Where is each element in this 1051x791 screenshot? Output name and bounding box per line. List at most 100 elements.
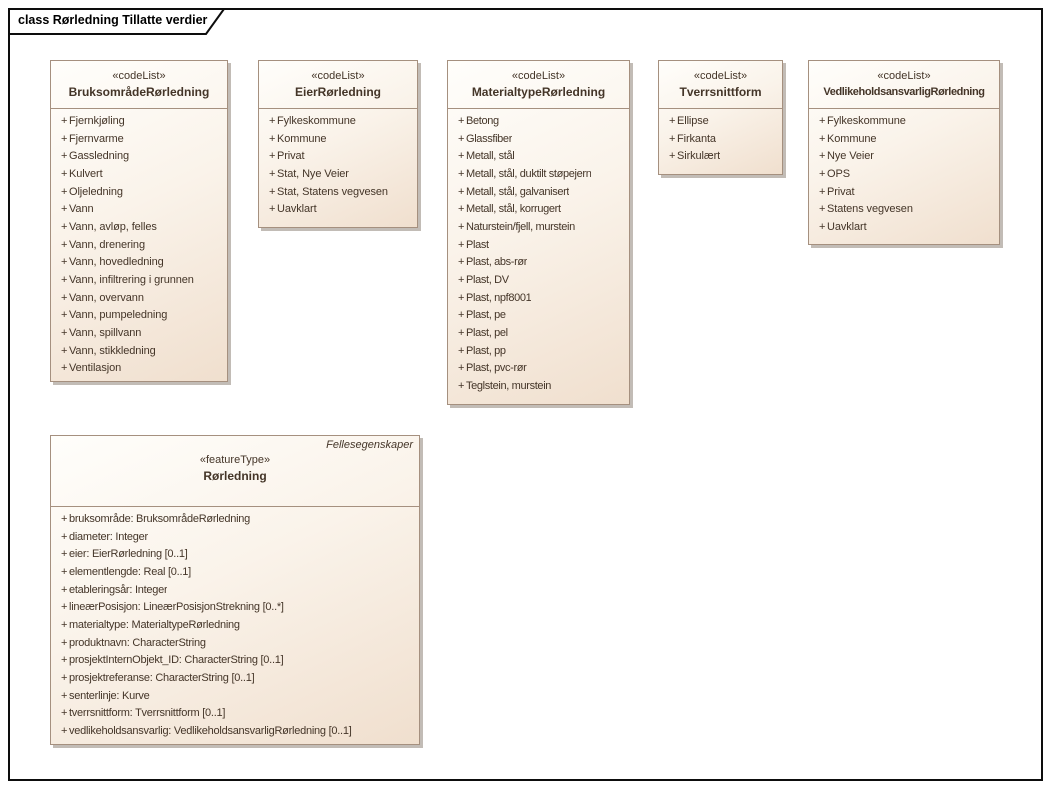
visibility-plus: + <box>61 274 68 287</box>
code-value-list: +Fylkeskommune+Kommune+Privat+Stat, Nye … <box>259 108 417 218</box>
class-name: MaterialtypeRørledning <box>471 84 606 99</box>
visibility-plus: + <box>458 291 465 304</box>
code-value-row: +Uavklart <box>259 200 417 218</box>
visibility-plus: + <box>61 150 68 163</box>
code-value-label: Metall, stål, korrugert <box>466 203 561 216</box>
attribute-row: +lineærPosisjon: LineærPosisjonStrekning… <box>51 598 419 616</box>
code-value-label: Fjernkjøling <box>69 114 125 127</box>
code-value-label: Privat <box>277 150 305 163</box>
code-value-list: +Fylkeskommune+Kommune+Nye Veier+OPS+Pri… <box>809 108 999 236</box>
code-value-label: Stat, Statens vegvesen <box>277 185 388 198</box>
visibility-plus: + <box>61 672 68 685</box>
code-value-row: +Vann, stikkledning <box>51 342 227 360</box>
code-value-list: +Ellipse+Firkanta + Sirkulært <box>659 108 782 165</box>
stereotype-label: «codeList» <box>693 69 748 82</box>
class-box-vedlikeholdsansvarligrorledning[interactable]: «codeList» VedlikeholdsansvarligRørledni… <box>808 60 1000 245</box>
code-value-row: +Kulvert <box>51 165 227 183</box>
code-value-row: +Fylkeskommune <box>259 112 417 130</box>
class-box-eierrorledning[interactable]: «codeList» EierRørledning +Fylkeskommune… <box>258 60 418 228</box>
visibility-plus: + <box>458 238 465 251</box>
visibility-plus: + <box>61 689 68 702</box>
visibility-plus: + <box>61 256 68 269</box>
code-value-label: Plast, pel <box>466 327 508 340</box>
code-value-label: Naturstein/fjell, murstein <box>466 220 575 233</box>
code-value-label: Gassledning <box>69 150 130 163</box>
code-value-row: +Metall, stål <box>448 147 629 165</box>
code-value-label: Uavklart <box>827 220 867 233</box>
visibility-plus: + <box>819 203 826 216</box>
attribute-label: tverrsnittform: Tverrsnittform [0..1] <box>69 707 226 720</box>
code-value-label: Ellipse <box>677 114 709 127</box>
code-value-label: Uavklart <box>277 203 317 216</box>
attribute-row: +prosjektreferanse: CharacterString [0..… <box>51 669 419 687</box>
class-name: EierRørledning <box>294 84 381 99</box>
visibility-plus: + <box>61 530 68 543</box>
attribute-row: +senterlinje: Kurve <box>51 687 419 705</box>
attribute-label: materialtype: MaterialtypeRørledning <box>69 618 240 631</box>
visibility-plus: + <box>61 291 68 304</box>
visibility-plus: + <box>61 203 68 216</box>
class-header: «codeList» Tverrsnittform <box>659 61 782 108</box>
visibility-plus: + <box>61 654 68 667</box>
visibility-plus: + <box>269 114 276 127</box>
code-value-row: +Metall, stål, galvanisert <box>448 183 629 201</box>
class-header: «codeList» VedlikeholdsansvarligRørledni… <box>809 61 999 108</box>
class-box-materialtyperorledning[interactable]: «codeList» MaterialtypeRørledning +Beton… <box>447 60 630 405</box>
code-value-row: +Ellipse <box>659 112 782 130</box>
visibility-plus: + <box>61 512 68 525</box>
code-value-label: Statens vegvesen <box>827 203 913 216</box>
code-value-label: Sirkulært <box>677 150 721 163</box>
class-header: Fellesegenskaper «featureType» Rørlednin… <box>51 436 419 506</box>
code-value-row: +Vann, infiltrering i grunnen <box>51 271 227 289</box>
code-value-label: Metall, stål <box>466 150 515 163</box>
code-value-label: Plast, pp <box>466 344 506 357</box>
code-value-label: OPS <box>827 167 850 180</box>
code-value-list: +Betong+Glassfiber+Metall, stål+Metall, … <box>448 108 629 395</box>
visibility-plus: + <box>458 132 465 145</box>
visibility-plus: + <box>458 220 465 233</box>
attribute-list: +bruksområde: BruksområdeRørledning+diam… <box>51 506 419 740</box>
visibility-plus: + <box>61 636 68 649</box>
visibility-plus: + <box>458 344 465 357</box>
visibility-plus: + <box>61 618 68 631</box>
visibility-plus: + <box>458 203 465 216</box>
code-value-row: +Kommune <box>809 130 999 148</box>
visibility-plus: + <box>61 548 68 561</box>
frame-title: class Rørledning Tillatte verdier <box>18 13 208 27</box>
visibility-plus: + <box>458 185 465 198</box>
stereotype-label: «codeList» <box>112 69 166 82</box>
code-value-label: Metall, stål, galvanisert <box>466 185 570 198</box>
code-value-label: Plast, pe <box>466 309 506 322</box>
class-box-bruksomraderorledning[interactable]: «codeList» BruksområdeRørledning +Fjernk… <box>50 60 228 382</box>
attribute-row: +prosjektInternObjekt_ID: CharacterStrin… <box>51 652 419 670</box>
code-value-row: +Privat <box>259 147 417 165</box>
code-value-label: Fylkeskommune <box>277 114 356 127</box>
stereotype-label: «codeList» <box>311 69 365 82</box>
visibility-plus: + <box>819 185 826 198</box>
code-value-label: Betong <box>466 114 499 127</box>
class-box-tverrsnittform[interactable]: «codeList» Tverrsnittform +Ellipse+Firka… <box>658 60 783 175</box>
code-value-row: +Glassfiber <box>448 130 629 148</box>
visibility-plus: + <box>61 309 68 322</box>
code-value-label: Plast, pvc-rør <box>466 362 527 375</box>
visibility-plus: + <box>458 114 465 127</box>
visibility-plus: + <box>669 114 676 127</box>
visibility-plus: + <box>61 344 68 357</box>
visibility-plus: + <box>458 274 465 287</box>
code-value-row: +Firkanta <box>659 130 782 148</box>
class-box-rorledning-featuretype[interactable]: Fellesegenskaper «featureType» Rørlednin… <box>50 435 420 745</box>
code-value-row: +Fylkeskommune <box>809 112 999 130</box>
code-value-label: Kommune <box>277 132 327 145</box>
visibility-plus: + <box>819 132 826 145</box>
visibility-plus: + <box>269 185 276 198</box>
visibility-plus: + <box>61 707 68 720</box>
visibility-plus: + <box>61 167 68 180</box>
code-value-row: +Plast <box>448 236 629 254</box>
code-value-row: +Naturstein/fjell, murstein <box>448 218 629 236</box>
code-value-label: Firkanta <box>677 132 716 145</box>
code-value-label: Plast, npf8001 <box>466 291 532 304</box>
attribute-label: produktnavn: CharacterString <box>69 636 206 649</box>
code-value-row: +Plast, pel <box>448 324 629 342</box>
code-value-row: +Teglstein, murstein <box>448 377 629 395</box>
